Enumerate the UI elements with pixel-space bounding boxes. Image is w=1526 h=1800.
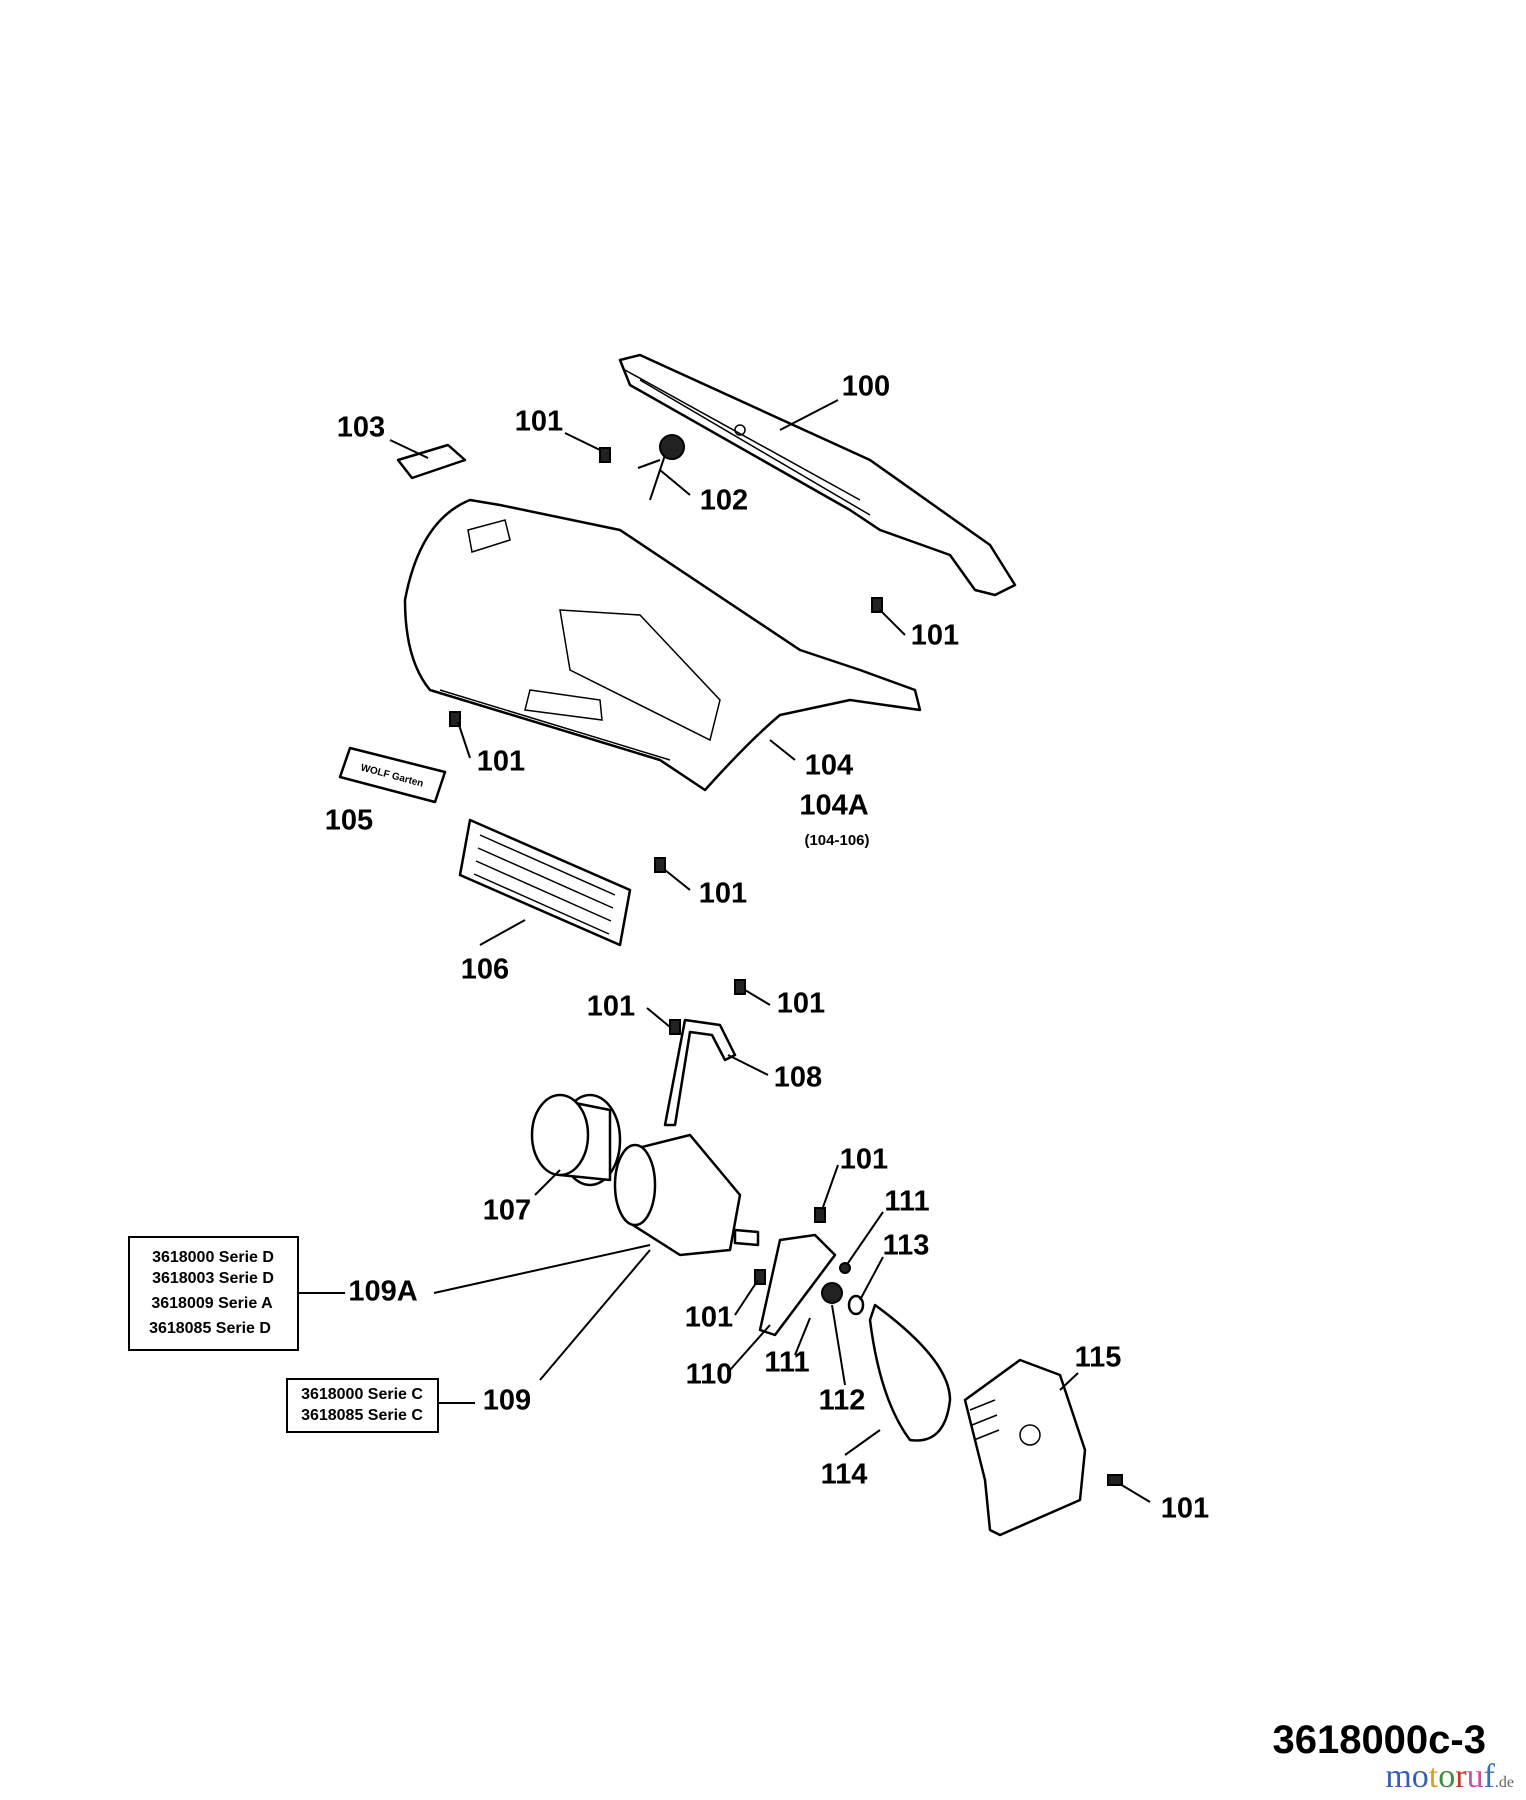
callout-101: 101 [777,988,825,1020]
callout-101: 101 [1161,1493,1209,1525]
callout-109a: 109A [348,1276,417,1308]
part-104-housing [403,498,922,792]
variant-line: 3618085 Serie C [301,1407,423,1424]
part-103-insert [396,443,467,480]
callout-107: 107 [483,1195,531,1227]
part-105-badge: WOLF Garten [338,746,447,804]
logo-letter: o [1438,1758,1456,1795]
callout-101: 101 [515,406,563,438]
callout-111: 111 [764,1347,809,1379]
callout-108: 108 [774,1062,822,1094]
part-110-motor-plate [758,1233,837,1337]
callout-115: 115 [1075,1342,1122,1374]
screws-101 [449,447,1123,1486]
part-106-grille [458,818,632,947]
variant-line: 3618085 Serie D [149,1320,271,1337]
part-111-bearing [839,1262,851,1274]
callout-103: 103 [337,412,385,444]
callout-101: 101 [587,991,635,1023]
callout-104: 104 [805,750,853,782]
callout-112: 112 [819,1385,866,1417]
variant-line: 3618003 Serie D [152,1270,274,1287]
callout-104a: 104A [799,790,868,822]
logo-letter: r [1455,1758,1467,1795]
callout-101: 101 [477,746,525,778]
part-108-bracket [663,1018,737,1127]
logo-letter: f [1483,1758,1495,1795]
callout-100: 100 [842,371,890,403]
callout-102: 102 [700,485,748,517]
callout-114: 114 [821,1459,868,1491]
callout-111: 111 [884,1186,929,1218]
drawing-code: 3618000c-3 [1272,1718,1486,1762]
variant-box-109a: 3618000 Serie D 3618003 Serie D 3618009 … [128,1236,299,1351]
part-100-handle-cover [618,353,1017,597]
part-107-ring [530,1093,622,1187]
part-113-washer [847,1294,865,1316]
callout-113: 113 [883,1230,930,1262]
variant-line: 3618009 Serie A [151,1295,273,1312]
callout-105: 105 [325,805,373,837]
callout-110: 110 [686,1359,733,1391]
callout-101: 101 [911,620,959,652]
motoruf-logo: motoruf.de [1385,1758,1514,1795]
callout-101: 101 [685,1302,733,1334]
part-102-spring [637,434,685,501]
logo-letter: m [1385,1758,1412,1795]
callout-104a-range: (104-106) [804,832,869,849]
variant-line: 3618000 Serie D [152,1249,274,1266]
part-115-belt-cover [963,1358,1087,1537]
leader-lines [298,399,1151,1503]
part-112-pulley [821,1282,843,1304]
callout-101: 101 [699,878,747,910]
callout-101: 101 [840,1144,888,1176]
logo-letter: u [1466,1758,1484,1795]
callout-106: 106 [461,954,509,986]
part-109-motor [613,1133,760,1257]
logo-letter: t [1428,1758,1439,1795]
callout-109: 109 [483,1385,531,1417]
variant-line: 3618000 Serie C [301,1386,423,1403]
part-114-belt [868,1303,952,1442]
logo-letter: o [1411,1758,1429,1795]
variant-box-109: 3618000 Serie C 3618085 Serie C [286,1378,439,1433]
